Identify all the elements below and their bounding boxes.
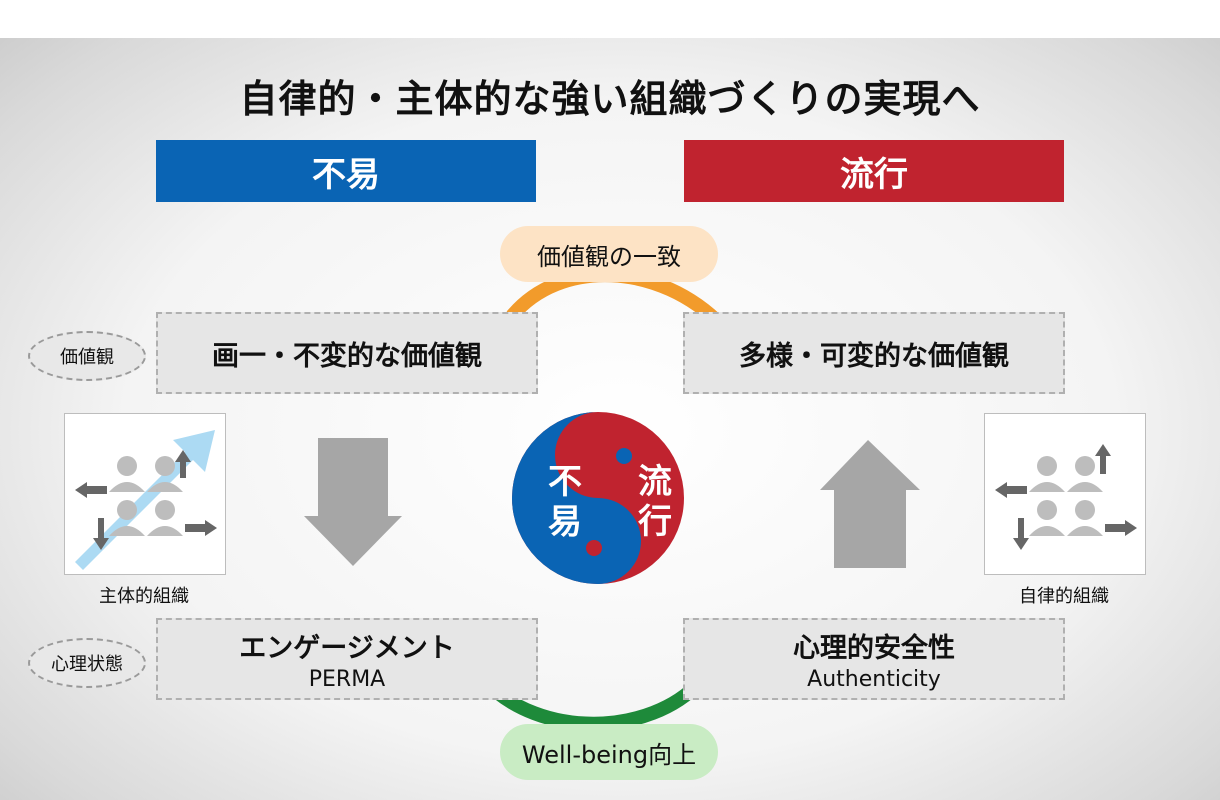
psych-row-label: 心理状態 [28, 638, 146, 688]
header-ryuko: 流行 [684, 140, 1064, 202]
top-band [0, 0, 1220, 38]
yinyang-right-char-2: 行 [638, 502, 672, 542]
people-group-diagonal-icon [75, 430, 217, 570]
down-arrow [304, 438, 402, 566]
org-left-illustration [64, 413, 226, 575]
authenticity-text: Authenticity [807, 667, 941, 692]
values-left-text: 画一・不変的な価値観 [212, 340, 482, 372]
perma-text: PERMA [308, 667, 386, 692]
org-right-label: 自律的組織 [1019, 586, 1109, 607]
values-right-box: 多様・可変的な価値観 [683, 312, 1065, 394]
psych-right-box: 心理的安全性 Authenticity [683, 618, 1065, 700]
values-left-box: 画一・不変的な価値観 [156, 312, 538, 394]
wellbeing-pill: Well-being向上 [500, 724, 718, 780]
yinyang-left-char-1: 不 [548, 462, 582, 502]
psych-safety-text: 心理的安全性 [793, 633, 955, 664]
yinyang-right-char-1: 流 [638, 462, 672, 502]
org-left-label: 主体的組織 [99, 586, 189, 607]
yinyang-left-char-2: 易 [548, 502, 582, 542]
yinyang-left-text: 不 易 [540, 462, 590, 542]
values-row-label: 価値観 [28, 331, 146, 381]
yin-yang-symbol [512, 412, 684, 584]
psych-left-box: エンゲージメント PERMA [156, 618, 538, 700]
header-fueki: 不易 [156, 140, 536, 202]
value-alignment-pill: 価値観の一致 [500, 226, 718, 282]
people-group-icon [995, 444, 1137, 550]
page-title: 自律的・主体的な強い組織づくりの実現へ [239, 77, 981, 121]
org-right-illustration [984, 413, 1146, 575]
up-arrow [820, 440, 920, 568]
yinyang-right-text: 流 行 [630, 462, 680, 542]
engagement-text: エンゲージメント [239, 633, 455, 664]
values-right-text: 多様・可変的な価値観 [739, 340, 1009, 372]
